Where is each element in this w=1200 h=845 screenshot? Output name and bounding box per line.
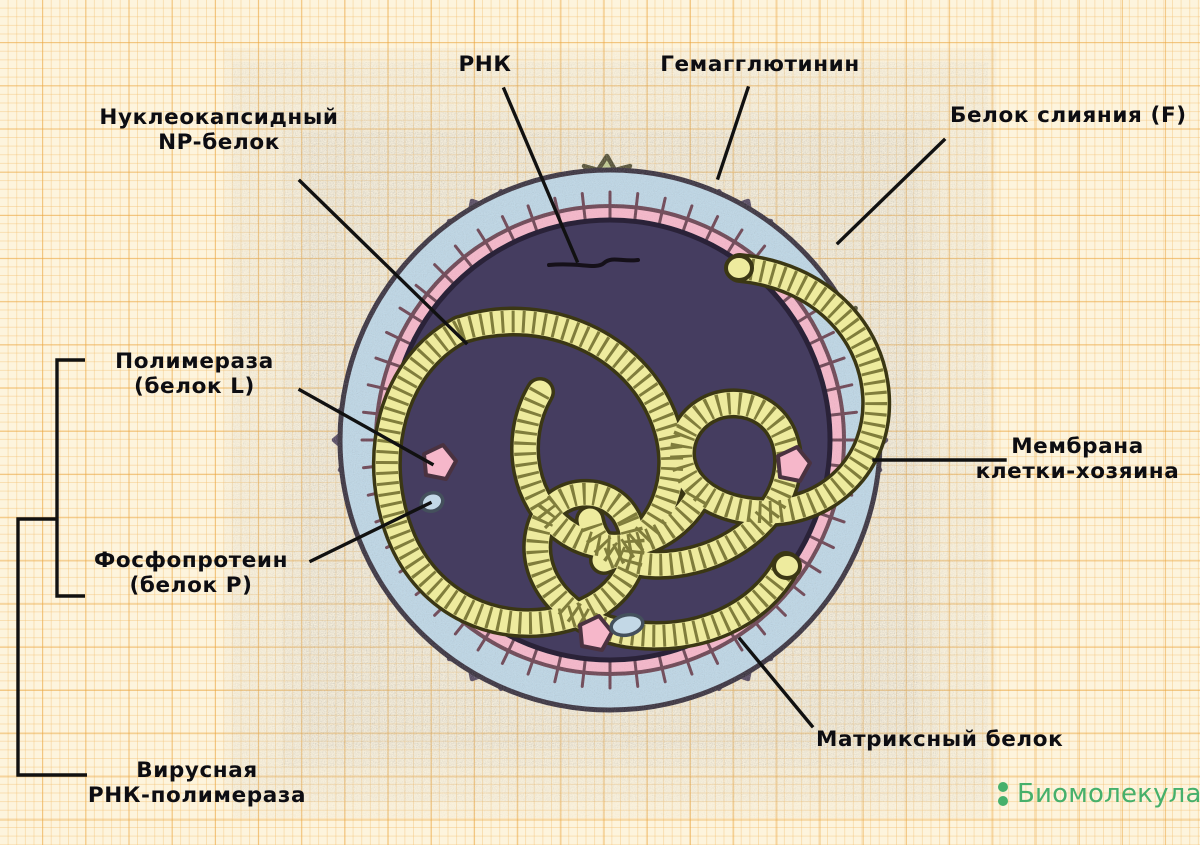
label-viral-rna-polymerase: Вирусная РНК-полимераза — [87, 758, 307, 809]
matrix-ring-base — [374, 204, 846, 676]
leader-phosphoprotein — [308, 500, 433, 564]
spike-group — [331, 153, 889, 692]
fusion-spike — [375, 153, 868, 659]
host-membrane-envelope — [337, 167, 883, 713]
hemagglutinin-spike — [331, 188, 889, 692]
label-fusion-protein: Белок слияния (F) — [950, 103, 1187, 128]
rna-strand — [547, 257, 640, 268]
label-matrix-protein: Матриксный белок — [816, 727, 1064, 752]
leader-rna — [501, 86, 580, 264]
bracket-rna-polymerase-inner — [55, 358, 85, 598]
label-np-protein: Нуклеокапсидный NP-белок — [99, 105, 339, 156]
bracket-rna-polymerase-outer — [16, 517, 87, 777]
label-host-membrane: Мембрана клетки-хозяина — [975, 434, 1180, 485]
label-phosphoprotein: Фосфопротеин (белок P) — [93, 548, 289, 599]
label-hemagglutinin: Гемагглютинин — [660, 52, 860, 77]
leader-np-protein — [297, 178, 469, 346]
polymerase-marker — [422, 443, 812, 652]
label-polymerase: Полимераза (белок L) — [115, 349, 274, 400]
leader-polymerase — [297, 387, 435, 467]
leader-fusion-protein — [835, 137, 947, 246]
leader-hemagglutinin — [715, 85, 751, 181]
virion-interior — [387, 217, 833, 663]
logo-wordmark: Биомолекула — [1017, 779, 1200, 809]
logo-dots-icon — [998, 782, 1008, 806]
label-rna: РНК — [458, 52, 512, 77]
leader-matrix-protein — [737, 636, 815, 729]
nucleocapsid-coil — [371, 253, 892, 651]
biomolecula-logo[interactable]: Биомолекула — [998, 779, 1200, 809]
matrix-bead-separators — [360, 190, 860, 690]
phosphoprotein-marker — [419, 490, 645, 638]
